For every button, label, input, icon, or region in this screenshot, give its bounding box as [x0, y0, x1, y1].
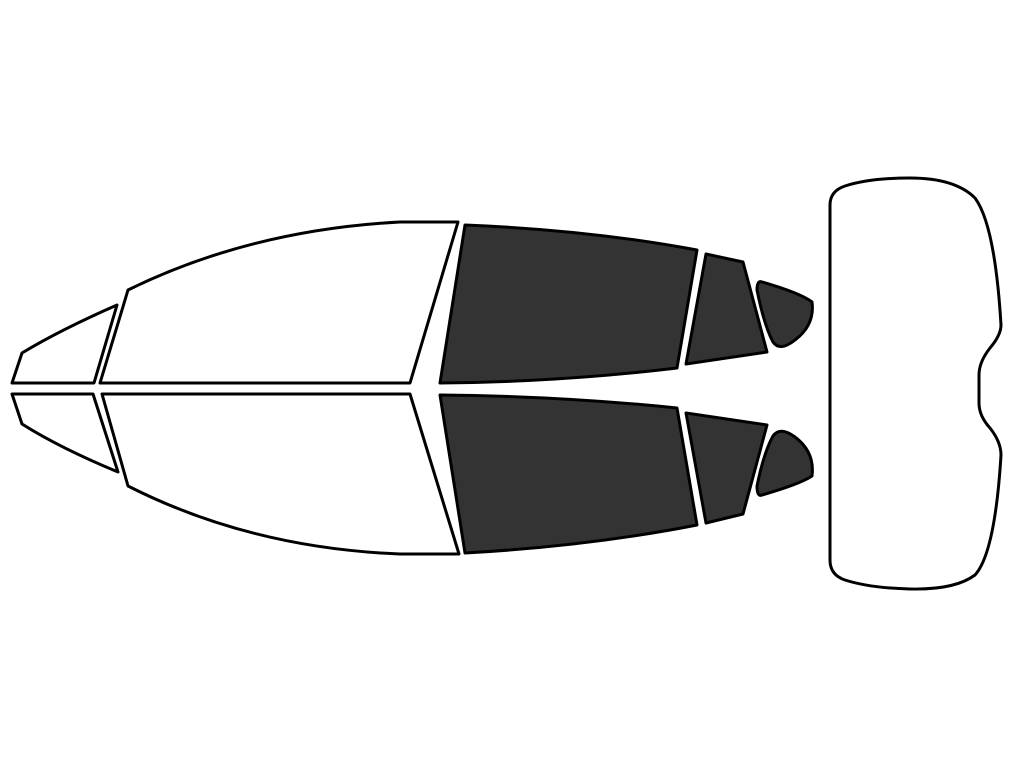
- front-door-right: [100, 392, 461, 556]
- rear-quarter-right: [684, 411, 769, 525]
- front-vent-left: [10, 303, 119, 385]
- rear-corner-right: [755, 429, 814, 497]
- rear-windshield: [828, 176, 1003, 591]
- rear-quarter-left: [684, 252, 769, 366]
- rear-corner-left: [755, 280, 814, 348]
- front-door-left: [98, 220, 460, 385]
- front-vent-right: [10, 392, 120, 474]
- rear-door-right: [438, 393, 699, 555]
- rear-door-left: [438, 223, 699, 385]
